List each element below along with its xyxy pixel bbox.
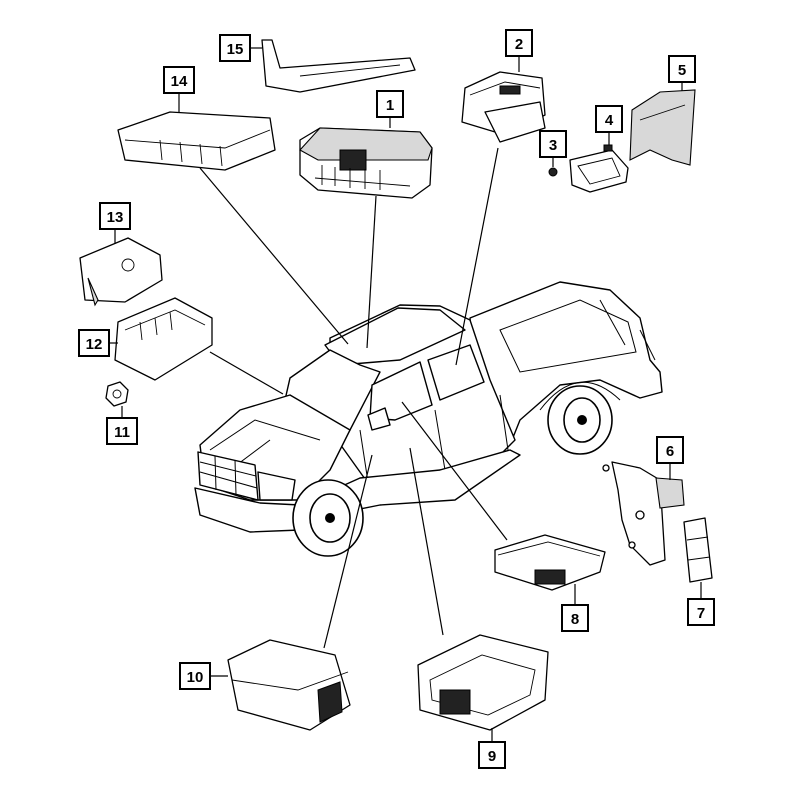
part-15-bracket: [261, 39, 416, 93]
callout-9-label: 9: [488, 748, 496, 765]
callout-5: 5: [668, 55, 696, 91]
callout-7: 7: [687, 582, 715, 626]
callout-2-label: 2: [515, 36, 523, 53]
callout-1: 1: [376, 90, 404, 128]
callout-3: 3: [539, 130, 567, 167]
callout-15-label: 15: [227, 41, 244, 58]
callout-11-label: 11: [114, 424, 130, 441]
callout-6-label: 6: [666, 443, 674, 460]
part-9-module: [417, 634, 549, 731]
callout-8-label: 8: [571, 611, 579, 628]
callout-6: 6: [656, 436, 684, 480]
part-6-bracket: [602, 461, 685, 566]
part-14-module: [117, 111, 276, 171]
part-4-module: [569, 144, 629, 193]
part-10-module: [227, 639, 351, 731]
callout-14: 14: [163, 66, 195, 112]
callout-3-label: 3: [549, 137, 557, 154]
part-5-bracket: [629, 89, 696, 166]
callout-10-label: 10: [187, 669, 204, 686]
callout-2: 2: [505, 29, 533, 72]
part-3-nut: [548, 167, 558, 177]
callout-12: 12: [78, 329, 118, 357]
part-1-module: [299, 127, 433, 199]
callout-13: 13: [99, 202, 131, 244]
callout-4-label: 4: [605, 112, 614, 129]
callout-10: 10: [179, 662, 228, 690]
part-12-module: [114, 297, 213, 381]
part-2-module: [461, 71, 546, 143]
callout-9: 9: [478, 728, 506, 769]
callout-12-label: 12: [86, 336, 103, 353]
part-7-module: [683, 517, 713, 583]
callout-11: 11: [106, 406, 138, 445]
callout-13-label: 13: [107, 209, 124, 226]
callout-5-label: 5: [678, 62, 686, 79]
callout-15: 15: [219, 34, 262, 62]
leader-lines: [199, 147, 508, 649]
pickup-truck-illustration: [194, 281, 663, 557]
callout-8: 8: [561, 584, 589, 632]
callout-7-label: 7: [697, 605, 705, 622]
part-11-nut: [105, 381, 129, 407]
callout-1-label: 1: [386, 97, 394, 114]
callout-14-label: 14: [171, 73, 188, 90]
callout-4: 4: [595, 105, 623, 145]
part-8-module: [494, 534, 606, 591]
part-13-module: [79, 237, 163, 307]
